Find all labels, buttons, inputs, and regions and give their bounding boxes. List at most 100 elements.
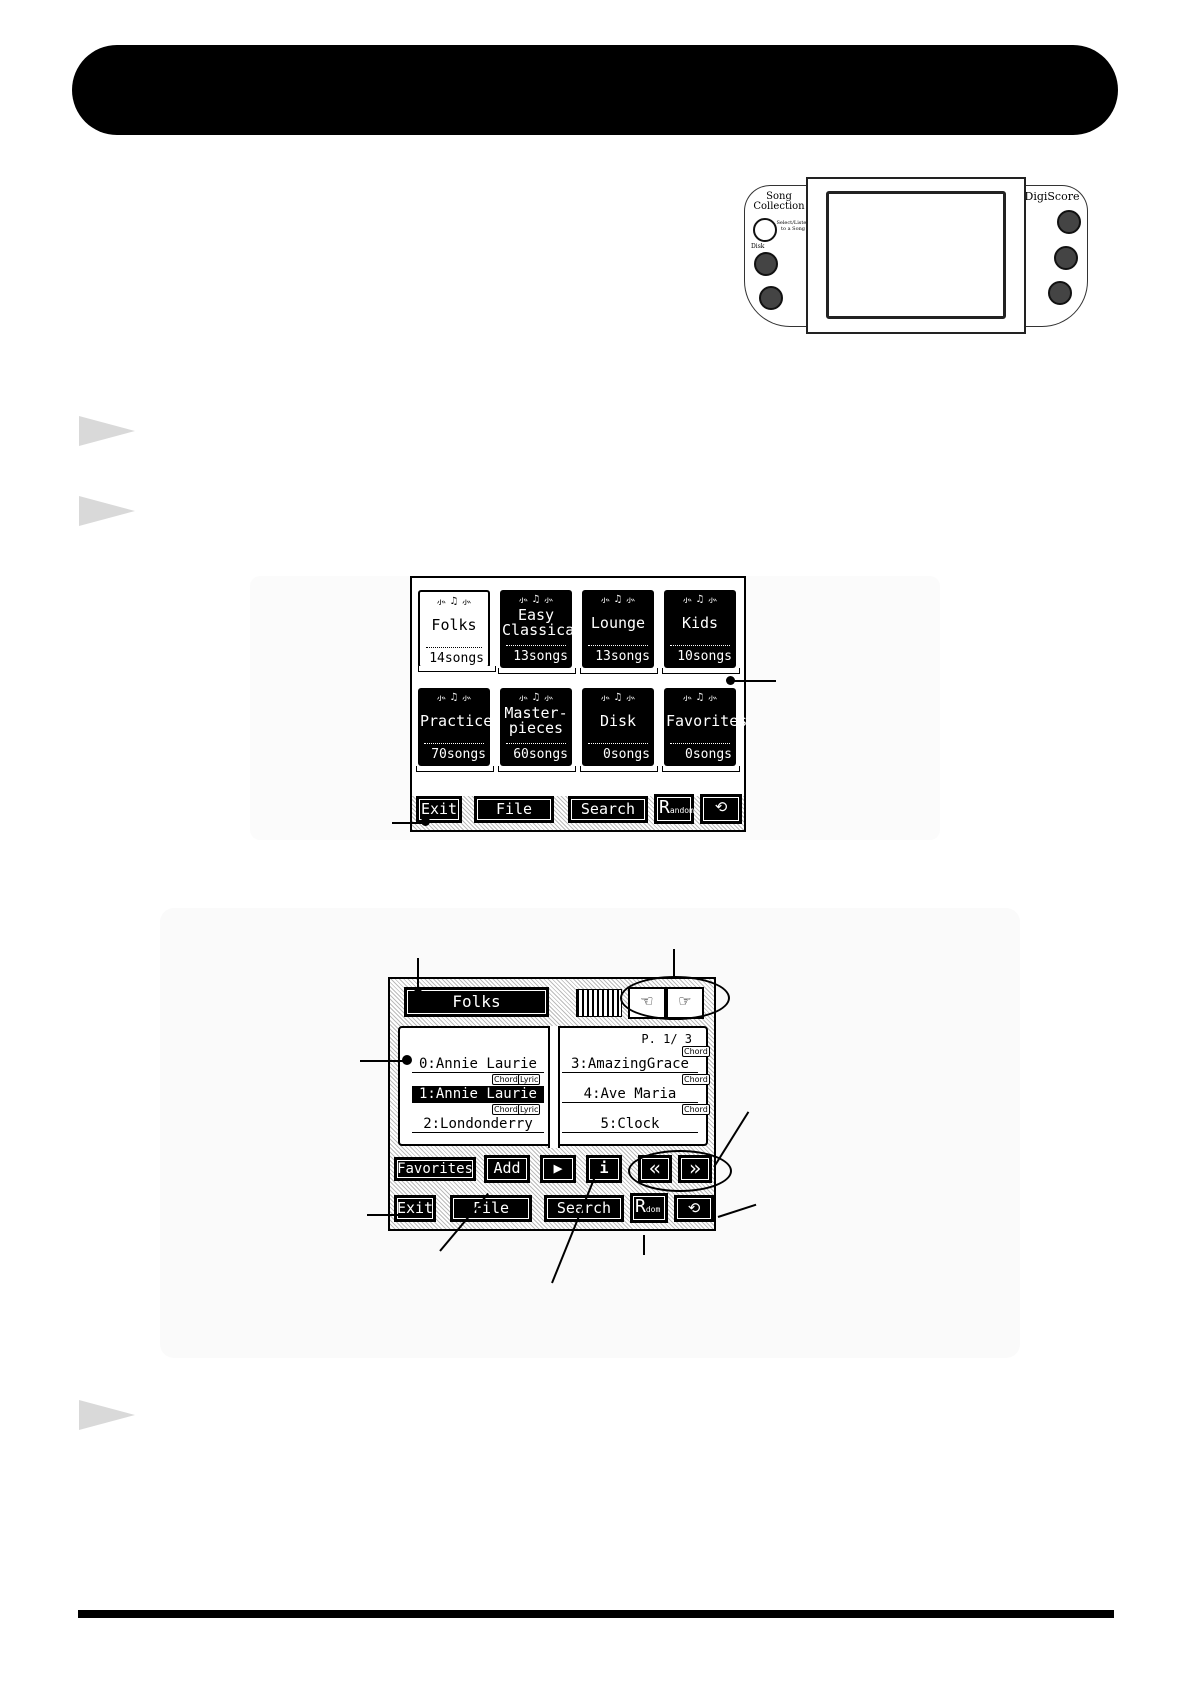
song-item-selected[interactable]: 1:Annie Laurie — [412, 1086, 544, 1103]
chord-tag: Chord — [682, 1104, 710, 1115]
loop-icon[interactable]: ⟲ — [674, 1195, 714, 1222]
category-title: Kids — [681, 614, 719, 632]
music-note-icon: ⺗ ♫ ⺗ — [600, 692, 636, 703]
category-book-favorites[interactable]: ⺗ ♫ ⺗ Favorites 0songs — [662, 688, 748, 772]
book-base — [418, 666, 496, 672]
panel-left-button-2[interactable] — [754, 252, 778, 276]
category-book-lounge[interactable]: ⺗ ♫ ⺗ Lounge 13songs — [580, 590, 658, 674]
category-book-folks[interactable]: ⺗ ♫ ⺗ Folks 14songs — [418, 590, 496, 672]
song-list-book: P. 1/ 3 Chord 0:Annie Laurie Chord Lyric… — [398, 1026, 710, 1148]
random-button[interactable]: Random — [654, 794, 694, 824]
music-note-icon: ⺗ ♫ ⺗ — [436, 692, 472, 703]
book-base — [416, 766, 494, 772]
song-item[interactable]: 5:Clock — [562, 1116, 698, 1133]
chord-tag: Chord — [492, 1074, 520, 1085]
panel-left-wing: Song Collection Select/Listen to a Song … — [744, 185, 815, 327]
exit-button[interactable]: Exit — [394, 1195, 436, 1222]
book-base — [662, 668, 740, 674]
step-2-arrow — [79, 496, 135, 526]
random-button-letter: R — [635, 1196, 646, 1217]
category-title: Favorites — [666, 712, 748, 730]
song-item[interactable]: 2:Londonderry — [412, 1116, 544, 1133]
category-title: Easy Classical — [502, 606, 584, 639]
music-note-icon: ⺗ ♫ ⺗ — [436, 596, 472, 607]
category-book-practice[interactable]: ⺗ ♫ ⺗ Practice 70songs — [416, 688, 494, 772]
panel-right-button-2[interactable] — [1054, 246, 1078, 270]
book-base — [580, 668, 658, 674]
lcd-screen — [826, 191, 1006, 319]
random-button[interactable]: Rdom — [630, 1193, 668, 1223]
category-name-display: Folks — [404, 987, 549, 1017]
category-title: Practice — [420, 712, 493, 730]
category-book-kids[interactable]: ⺗ ♫ ⺗ Kids 10songs — [662, 590, 740, 674]
random-button-caption: andom — [669, 806, 694, 815]
category-book-masterpieces[interactable]: ⺗ ♫ ⺗ Master- pieces 60songs — [498, 688, 576, 772]
category-title: Folks — [431, 616, 477, 634]
callout-dot — [413, 989, 423, 999]
footer-rule — [78, 1610, 1114, 1618]
category-count: 13songs — [513, 649, 568, 664]
panel-right-wing: DigiScore — [1017, 185, 1088, 327]
chord-tag: Chord — [682, 1046, 710, 1057]
disk-label: Disk — [751, 243, 765, 250]
book-divider — [670, 645, 730, 646]
page-buttons-highlight — [628, 1150, 732, 1192]
file-button[interactable]: File — [474, 796, 554, 823]
step-3-arrow — [79, 1400, 135, 1430]
page-indicator: P. 1/ 3 — [641, 1032, 692, 1046]
step-1-arrow — [79, 416, 135, 446]
callout-line — [392, 822, 426, 824]
play-icon[interactable]: ▶ — [540, 1155, 576, 1183]
song-item[interactable]: 0:Annie Laurie — [412, 1056, 544, 1073]
exit-button[interactable]: Exit — [416, 796, 462, 823]
add-button[interactable]: Add — [484, 1155, 530, 1183]
callout-line — [643, 1235, 645, 1255]
lyric-tag: Lyric — [518, 1104, 541, 1115]
music-note-icon: ⺗ ♫ ⺗ — [518, 594, 554, 605]
search-button[interactable]: Search — [568, 796, 648, 823]
book-base — [498, 766, 576, 772]
callout-line — [730, 680, 776, 682]
book-divider — [588, 645, 648, 646]
book-base — [662, 766, 740, 772]
book-divider — [506, 645, 566, 646]
scroll-buttons-highlight — [620, 976, 730, 1020]
music-note-icon: ⺗ ♫ ⺗ — [682, 594, 718, 605]
book-base — [580, 766, 658, 772]
callout-line — [673, 949, 675, 979]
search-button[interactable]: Search — [544, 1195, 624, 1222]
callout-dot — [402, 1055, 412, 1065]
panel-right-button-1[interactable] — [1057, 210, 1081, 234]
category-count: 10songs — [677, 649, 732, 664]
book-base — [498, 668, 576, 674]
song-item[interactable]: 4:Ave Maria — [562, 1086, 698, 1103]
book-divider — [670, 743, 730, 744]
panel-right-button-3[interactable] — [1048, 281, 1072, 305]
callout-line — [367, 1214, 403, 1216]
lyric-tag: Lyric — [518, 1074, 541, 1085]
book-spine — [548, 1026, 560, 1148]
category-title: Disk — [599, 712, 637, 730]
song-collection-screen: ⺗ ♫ ⺗ Folks 14songs ⺗ ♫ ⺗ Easy Classical… — [410, 576, 748, 832]
random-button-letter: R — [659, 797, 670, 818]
panel-left-button-3[interactable] — [759, 286, 783, 310]
category-count: 0songs — [603, 747, 650, 762]
song-item[interactable]: 3:AmazingGrace — [562, 1056, 698, 1073]
random-button-caption: dom — [645, 1205, 661, 1214]
digiscore-label: DigiScore — [1024, 190, 1080, 203]
song-collection-button[interactable] — [753, 218, 777, 242]
loop-icon[interactable]: ⟲ — [700, 794, 742, 824]
category-book-easy-classical[interactable]: ⺗ ♫ ⺗ Easy Classical 13songs — [498, 590, 584, 674]
category-title: Lounge — [590, 614, 646, 632]
category-book-disk[interactable]: ⺗ ♫ ⺗ Disk 0songs — [580, 688, 658, 772]
category-count: 0songs — [685, 747, 732, 762]
chord-tag: Chord — [682, 1074, 710, 1085]
book-divider — [506, 743, 566, 744]
callout-line — [417, 958, 419, 988]
callout-dot — [726, 676, 735, 685]
category-count: 14songs — [429, 651, 484, 666]
category-title: Master- pieces — [504, 704, 568, 737]
info-icon[interactable]: i — [586, 1155, 622, 1183]
book-divider — [588, 743, 648, 744]
file-button[interactable]: File — [450, 1195, 532, 1222]
